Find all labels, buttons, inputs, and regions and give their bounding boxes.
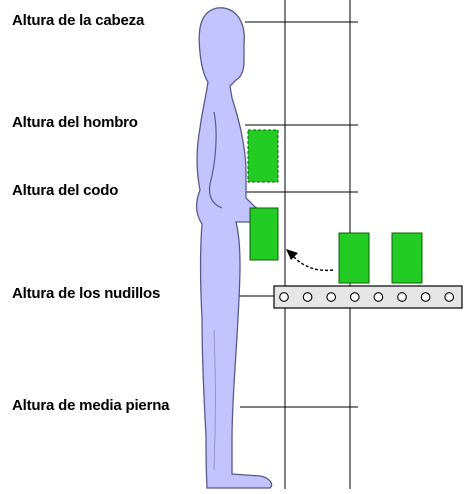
leg-split-line: [213, 329, 216, 471]
label-head-height: Altura de la cabeza: [12, 12, 145, 29]
label-elbow-height: Altura del codo: [12, 182, 119, 199]
conveyor-roller: [444, 292, 455, 302]
movement-arrow: [286, 249, 334, 272]
label-knuckle-height: Altura de los nudillos: [12, 285, 161, 302]
green-box-conveyor-1: [338, 232, 370, 284]
conveyor-frame: [273, 285, 463, 309]
label-midleg-height: Altura de media pierna: [12, 397, 170, 414]
conveyor-roller: [420, 292, 431, 302]
green-box-dashed: [247, 129, 279, 183]
green-box-held: [249, 207, 279, 261]
conveyor-roller: [326, 292, 337, 302]
conveyor-roller: [349, 292, 360, 302]
arm-outline: [208, 111, 223, 209]
conveyor-roller: [279, 292, 289, 302]
conveyor-roller: [373, 292, 384, 302]
conveyor-roller: [397, 292, 407, 302]
conveyor-belt: [273, 285, 463, 309]
label-shoulder-height: Altura del hombro: [12, 114, 138, 131]
human-figure: [195, 7, 277, 489]
conveyor-roller: [302, 292, 313, 302]
green-box-conveyor-2: [391, 232, 423, 284]
